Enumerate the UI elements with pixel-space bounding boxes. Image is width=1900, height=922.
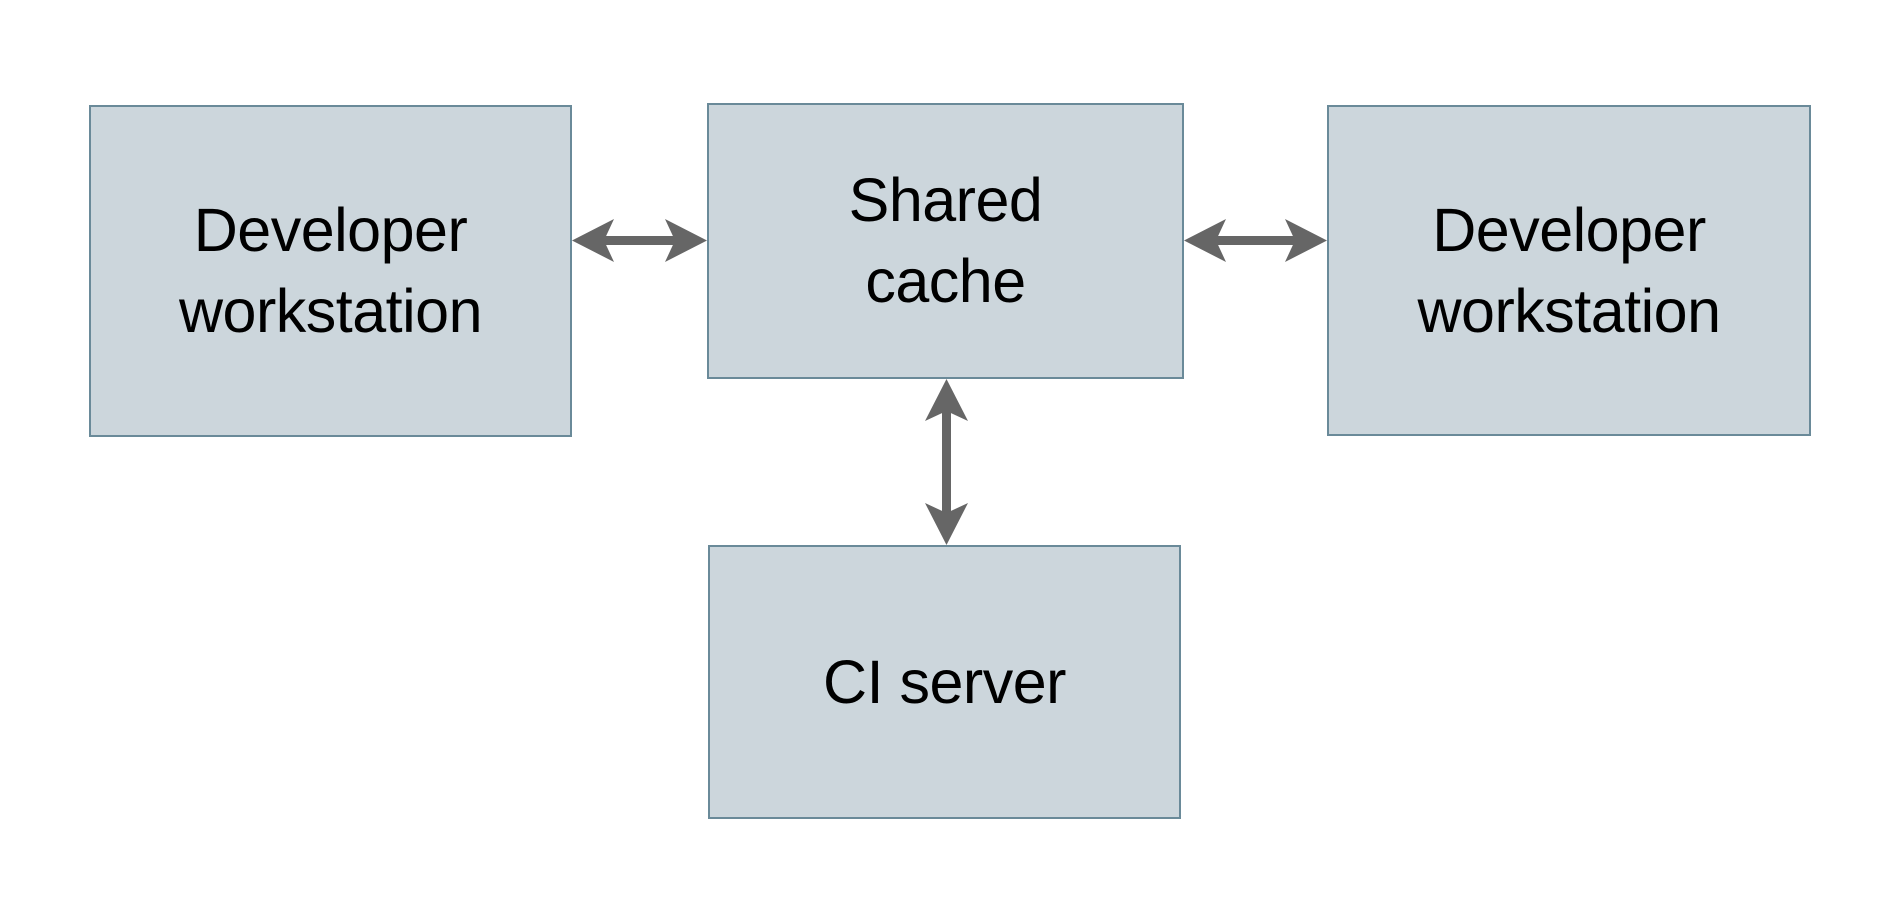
arrowhead-left [572, 219, 614, 262]
edge-dev-left-to-cache[interactable] [572, 219, 707, 262]
node-label: CI server [823, 647, 1066, 716]
node-label: Shared cache [848, 166, 1043, 315]
arrowhead-down [925, 503, 968, 545]
node-label: Developer workstation [178, 196, 483, 345]
node-label: Developer workstation [1417, 195, 1721, 345]
node-developer-workstation-left[interactable]: Developer workstation [89, 105, 572, 437]
arrowhead-left [1184, 219, 1226, 262]
edge-line [588, 236, 691, 245]
edge-line [942, 395, 951, 529]
node-developer-workstation-right[interactable]: Developer workstation [1327, 105, 1811, 436]
edge-cache-to-ci[interactable] [925, 379, 968, 545]
arrowhead-right [1285, 219, 1327, 262]
node-ci-server[interactable]: CI server [708, 545, 1181, 819]
edge-cache-to-dev-right[interactable] [1184, 219, 1327, 262]
edge-line [1200, 236, 1311, 245]
node-shared-cache[interactable]: Shared cache [707, 103, 1184, 379]
arrowhead-up [925, 379, 968, 421]
arrowhead-right [665, 219, 707, 262]
